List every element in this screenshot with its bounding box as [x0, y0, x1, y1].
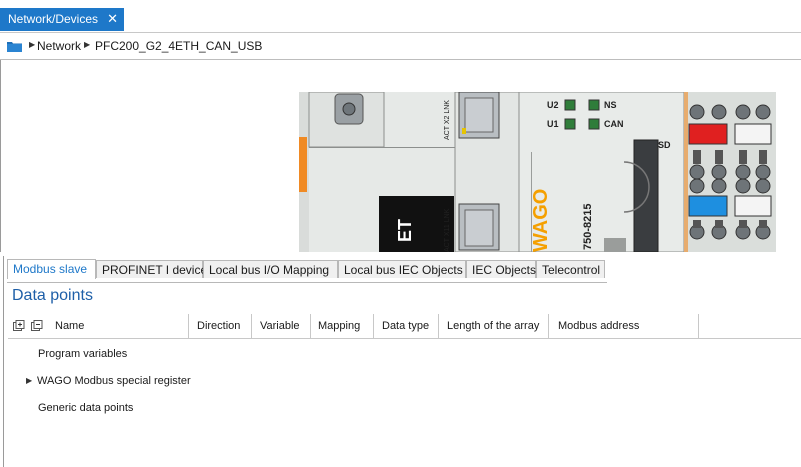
- led-u2-label: U2: [547, 100, 559, 110]
- column-header-name[interactable]: Name: [55, 320, 85, 332]
- expand-all-icon[interactable]: [13, 320, 25, 331]
- tab-local-bus-io-mapping[interactable]: Local bus I/O Mapping: [203, 260, 338, 278]
- tab-modbus-slave[interactable]: Modbus slave: [7, 259, 96, 279]
- breadcrumb-separator-icon: ▶: [84, 40, 91, 49]
- column-divider[interactable]: [438, 314, 439, 338]
- breadcrumb: ▶ Network ▶ PFC200_G2_4ETH_CAN_USB: [0, 33, 801, 60]
- device-view: ET ACT X2 LNK ACT X11 LNK U2 NS U1 CAN W…: [0, 60, 801, 252]
- column-header-data-type[interactable]: Data type: [382, 320, 430, 332]
- column-divider[interactable]: [251, 314, 252, 338]
- column-header-direction[interactable]: Direction: [197, 320, 241, 332]
- tree-row-wago-modbus-special-register[interactable]: WAGO Modbus special register: [37, 375, 191, 387]
- led-can-label: CAN: [604, 119, 624, 129]
- folder-icon: [7, 42, 22, 52]
- document-tabstrip: Network/Devices ✕: [0, 0, 801, 33]
- tab-profinet-i-device[interactable]: PROFINET I device: [96, 260, 207, 278]
- brand-logo-text: WAGO: [530, 189, 552, 252]
- column-divider[interactable]: [310, 314, 311, 338]
- expand-arrow-icon[interactable]: ▶: [26, 376, 33, 385]
- sd-slot-label: SD: [658, 140, 671, 150]
- close-icon[interactable]: ✕: [107, 11, 118, 26]
- column-header-array-length[interactable]: Length of the array: [447, 320, 540, 332]
- model-number-text: 750-8215: [582, 204, 594, 251]
- device-image[interactable]: ET ACT X2 LNK ACT X11 LNK U2 NS U1 CAN W…: [299, 92, 776, 252]
- breadcrumb-separator-icon: ▶: [29, 40, 36, 49]
- tab-network-devices[interactable]: Network/Devices ✕: [0, 8, 124, 31]
- tab-network-devices-label: Network/Devices: [8, 12, 99, 26]
- grid-header: Name Direction Variable Mapping Data typ…: [8, 314, 801, 339]
- port-x11-label: ACT X11 LNK: [444, 208, 451, 252]
- breadcrumb-item-network[interactable]: Network: [37, 39, 82, 53]
- properties-panel: Modbus slave PROFINET I device Local bus…: [3, 256, 801, 467]
- column-header-mapping[interactable]: Mapping: [318, 320, 361, 332]
- led-ns-label: NS: [604, 100, 617, 110]
- tree-row-program-variables[interactable]: Program variables: [38, 348, 128, 360]
- collapse-all-icon[interactable]: [31, 320, 43, 331]
- partial-label-text: ET: [395, 219, 415, 242]
- column-divider[interactable]: [698, 314, 699, 338]
- tree-row-generic-data-points[interactable]: Generic data points: [38, 402, 134, 414]
- tab-iec-objects[interactable]: IEC Objects: [466, 260, 536, 278]
- column-header-variable[interactable]: Variable: [260, 320, 300, 332]
- column-header-modbus-address[interactable]: Modbus address: [558, 320, 640, 332]
- panel-title: Data points: [12, 287, 93, 304]
- tab-telecontrol[interactable]: Telecontrol: [536, 260, 605, 278]
- port-x2-label: ACT X2 LNK: [444, 100, 451, 140]
- tabs-divider: [7, 282, 607, 283]
- led-u1-label: U1: [547, 119, 559, 129]
- breadcrumb-item-device[interactable]: PFC200_G2_4ETH_CAN_USB: [95, 39, 263, 53]
- tab-local-bus-iec-objects[interactable]: Local bus IEC Objects: [338, 260, 466, 278]
- column-divider[interactable]: [548, 314, 549, 338]
- column-divider[interactable]: [373, 314, 374, 338]
- column-divider[interactable]: [188, 314, 189, 338]
